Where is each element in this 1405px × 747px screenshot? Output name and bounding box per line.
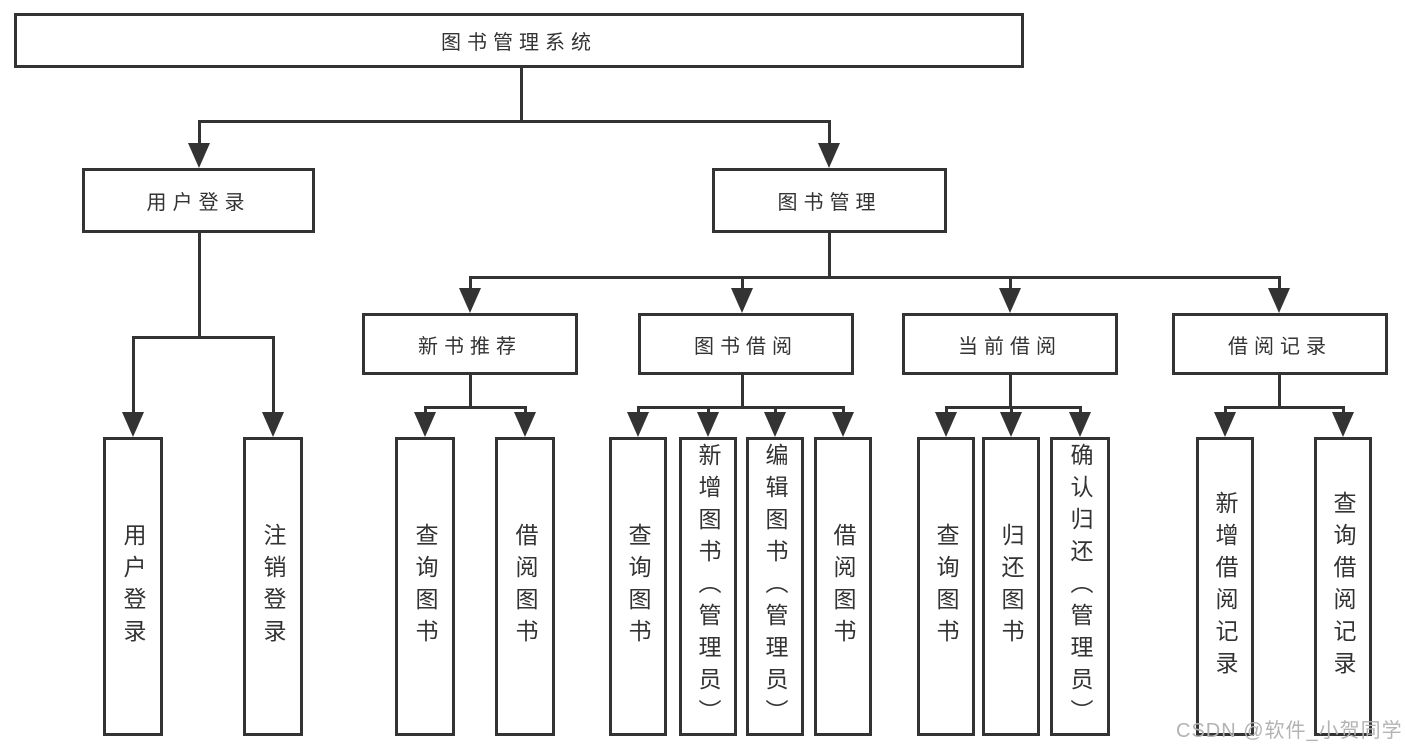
connector-line xyxy=(469,276,472,292)
connector-line xyxy=(1278,375,1281,409)
connector-line xyxy=(842,406,845,416)
leaf-add-borrow-record: 新增借阅记录 xyxy=(1196,437,1254,736)
arrowhead-icon xyxy=(832,412,854,437)
connector-line xyxy=(707,406,710,416)
leaf-borrow-books-recommend: 借阅图书 xyxy=(495,437,555,736)
node-new-book-recommend: 新书推荐 xyxy=(362,313,578,375)
leaf-query-borrow-record-label: 查询借阅记录 xyxy=(1330,490,1356,683)
connector-line xyxy=(945,406,1081,409)
connector-line xyxy=(1009,276,1012,292)
arrowhead-icon xyxy=(188,143,210,168)
connector-line xyxy=(132,336,135,416)
leaf-query-books-borrow: 查询图书 xyxy=(609,437,667,736)
arrowhead-icon xyxy=(1268,288,1290,313)
arrowhead-icon xyxy=(414,412,436,437)
leaf-logout: 注销登录 xyxy=(243,437,303,736)
arrowhead-icon xyxy=(1214,412,1236,437)
connector-line xyxy=(1079,406,1082,416)
watermark-text: CSDN @软件_小贺同学 xyxy=(1176,720,1403,742)
leaf-logout-label: 注销登录 xyxy=(260,522,286,651)
leaf-query-books-current: 查询图书 xyxy=(917,437,975,736)
arrowhead-icon xyxy=(122,412,144,437)
connector-line xyxy=(741,375,744,409)
leaf-query-books-recommend: 查询图书 xyxy=(395,437,455,736)
node-user-login: 用户登录 xyxy=(82,168,315,233)
connector-line xyxy=(424,406,427,416)
node-user-login-label: 用户登录 xyxy=(146,192,251,214)
arrowhead-icon xyxy=(627,412,649,437)
node-book-borrow: 图书借阅 xyxy=(638,313,854,375)
connector-line xyxy=(1278,276,1281,292)
arrowhead-icon xyxy=(1000,412,1022,437)
node-book-borrow-label: 图书借阅 xyxy=(694,335,798,358)
arrowhead-icon xyxy=(764,412,786,437)
arrowhead-icon xyxy=(1069,412,1091,437)
connector-line xyxy=(945,406,948,416)
arrowhead-icon xyxy=(697,412,719,437)
node-current-borrow-label: 当前借阅 xyxy=(958,335,1062,358)
leaf-user-login: 用户登录 xyxy=(103,437,163,736)
leaf-query-books-borrow-label: 查询图书 xyxy=(625,522,651,651)
connector-line xyxy=(198,233,201,339)
arrowhead-icon xyxy=(818,143,840,168)
node-root-label: 图书管理系统 xyxy=(441,32,597,54)
leaf-add-borrow-record-label: 新增借阅记录 xyxy=(1212,490,1238,683)
node-borrow-records: 借阅记录 xyxy=(1172,313,1388,375)
leaf-return-books-label: 归还图书 xyxy=(998,522,1024,651)
node-new-book-recommend-label: 新书推荐 xyxy=(418,335,522,358)
connector-line xyxy=(132,336,275,339)
connector-line xyxy=(828,233,831,279)
node-borrow-records-label: 借阅记录 xyxy=(1228,335,1332,358)
connector-line xyxy=(524,406,527,416)
leaf-borrow-books-label: 借阅图书 xyxy=(830,522,856,651)
connector-line xyxy=(1224,406,1227,416)
connector-line xyxy=(637,406,640,416)
connector-line xyxy=(198,120,201,147)
leaf-query-books-recommend-label: 查询图书 xyxy=(412,522,438,651)
leaf-edit-books-admin: 编辑图书（管理员） xyxy=(746,437,804,736)
connector-line xyxy=(741,276,744,292)
connector-line xyxy=(1009,375,1012,409)
arrowhead-icon xyxy=(262,412,284,437)
leaf-add-books-admin-label: 新增图书（管理员） xyxy=(695,442,721,731)
leaf-borrow-books-recommend-label: 借阅图书 xyxy=(512,522,538,651)
arrowhead-icon xyxy=(935,412,957,437)
arrowhead-icon xyxy=(999,288,1021,313)
leaf-query-borrow-record: 查询借阅记录 xyxy=(1314,437,1372,736)
connector-line xyxy=(424,406,526,409)
connector-line xyxy=(1342,406,1345,416)
leaf-edit-books-admin-label: 编辑图书（管理员） xyxy=(762,442,788,731)
arrowhead-icon xyxy=(1332,412,1354,437)
connector-line xyxy=(1224,406,1344,409)
arrowhead-icon xyxy=(514,412,536,437)
node-book-management-label: 图书管理 xyxy=(777,192,882,214)
leaf-confirm-return-admin: 确认归还（管理员） xyxy=(1050,437,1110,736)
connector-line xyxy=(637,406,844,409)
arrowhead-icon xyxy=(459,288,481,313)
node-root-system: 图书管理系统 xyxy=(14,13,1024,68)
leaf-add-books-admin: 新增图书（管理员） xyxy=(679,437,737,736)
connector-line xyxy=(520,68,523,121)
connector-line xyxy=(469,276,1281,279)
arrowhead-icon xyxy=(731,288,753,313)
node-current-borrow: 当前借阅 xyxy=(902,313,1118,375)
connector-line xyxy=(198,120,831,123)
leaf-borrow-books: 借阅图书 xyxy=(814,437,872,736)
connector-line xyxy=(1010,406,1013,416)
leaf-query-books-current-label: 查询图书 xyxy=(933,522,959,651)
leaf-return-books: 归还图书 xyxy=(982,437,1040,736)
leaf-user-login-label: 用户登录 xyxy=(120,522,146,651)
connector-line xyxy=(272,336,275,416)
connector-line xyxy=(828,120,831,147)
connector-line xyxy=(469,375,472,409)
node-book-management: 图书管理 xyxy=(712,168,947,233)
leaf-confirm-return-admin-label: 确认归还（管理员） xyxy=(1067,442,1093,731)
connector-line xyxy=(774,406,777,416)
